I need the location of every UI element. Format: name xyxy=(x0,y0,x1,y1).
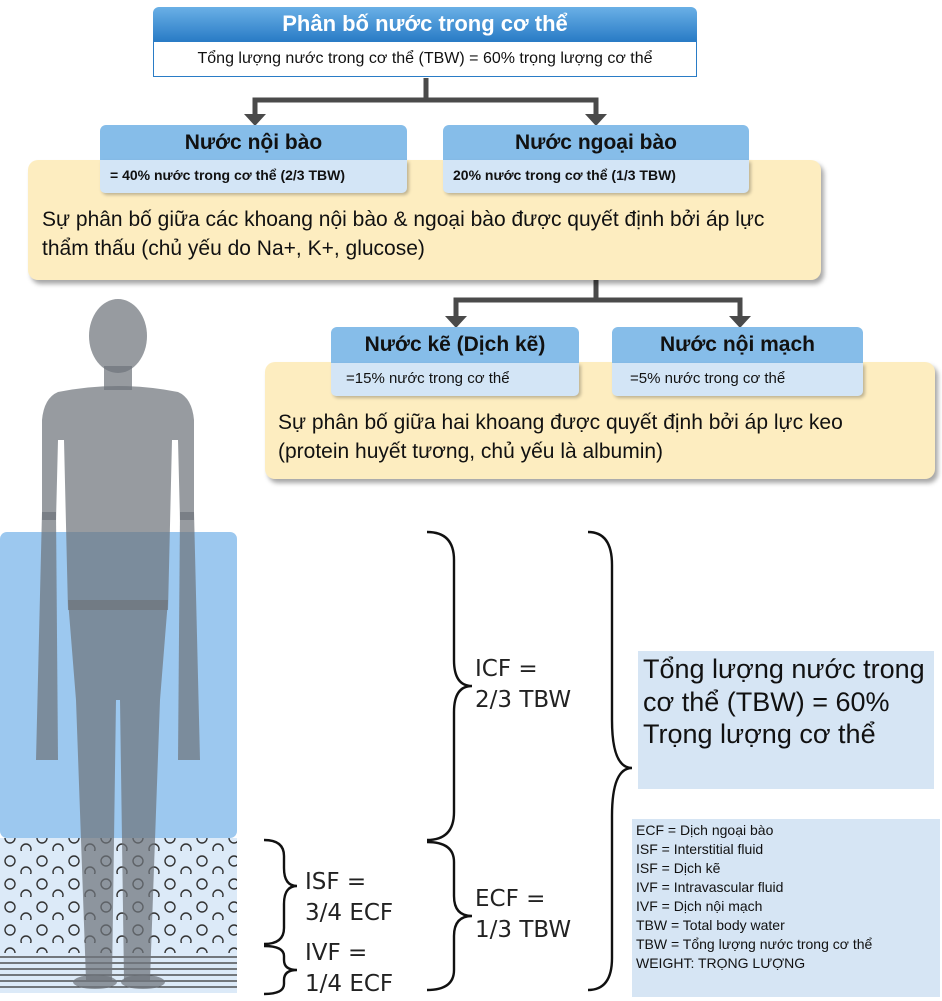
legend-item: ISF = Interstitial fluid xyxy=(636,841,764,857)
legend-item: ISF = Dịch kẽ xyxy=(636,860,721,876)
ivf-box-title: Nước nội mạch xyxy=(612,327,863,363)
icf-box-detail: = 40% nước trong cơ thể (2/3 TBW) xyxy=(100,160,407,193)
legend-item: TBW = Total body water xyxy=(636,917,785,933)
isf-brace xyxy=(263,838,298,946)
isf-box-title: Nước kẽ (Dịch kẽ) xyxy=(331,327,579,363)
ivf-compartment xyxy=(0,953,237,993)
subtitle-box: Tổng lượng nước trong cơ thể (TBW) = 60%… xyxy=(153,41,697,77)
ivf-label: IVF =1/4 ECF xyxy=(305,940,394,997)
legend-item: TBW = Tổng lượng nước trong cơ thể xyxy=(636,936,873,952)
legend-item: ECF = Dịch ngoại bào xyxy=(636,822,774,838)
ecf-box-title: Nước ngoại bào xyxy=(443,125,749,160)
legend-item: IVF = Dịch nội mạch xyxy=(636,898,763,914)
icf-box-title: Nước nội bào xyxy=(100,125,407,160)
human-figure xyxy=(36,299,200,989)
ecf-brace xyxy=(426,840,473,992)
tbw-summary-box xyxy=(638,651,934,789)
ivf-stripes xyxy=(0,956,237,988)
icf-brace xyxy=(426,530,473,842)
tbw-brace xyxy=(587,530,633,992)
title-banner: Phân bố nước trong cơ thể xyxy=(153,7,697,41)
tbw-summary: Tổng lượng nước trong cơ thể (TBW) = 60%… xyxy=(643,654,925,749)
ecf-box-detail: 20% nước trong cơ thể (1/3 TBW) xyxy=(443,160,749,193)
oncotic-note: Sự phân bố giữa hai khoang được quyết đị… xyxy=(278,411,843,463)
icf-label: ICF =2/3 TBW xyxy=(475,656,572,713)
legend-item: WEIGHT: TRỌNG LƯỢNG xyxy=(636,955,806,971)
ecf-label: ECF =1/3 TBW xyxy=(475,886,572,943)
ivf-box-detail: =5% nước trong cơ thể xyxy=(612,363,863,396)
osmotic-note: Sự phân bố giữa các khoang nội bào & ngo… xyxy=(42,208,765,260)
legend-item: IVF = Intravascular fluid xyxy=(636,879,784,895)
legend-box: ECF = Dịch ngoại bào ISF = Interstitial … xyxy=(632,819,940,997)
body-water-graphic xyxy=(0,299,237,993)
isf-box-detail: =15% nước trong cơ thể xyxy=(331,363,579,396)
ivf-brace xyxy=(263,944,298,996)
page-title: Phân bố nước trong cơ thể xyxy=(282,11,568,36)
page-subtitle: Tổng lượng nước trong cơ thể (TBW) = 60%… xyxy=(197,50,653,67)
isf-label: ISF =3/4 ECF xyxy=(305,869,394,926)
